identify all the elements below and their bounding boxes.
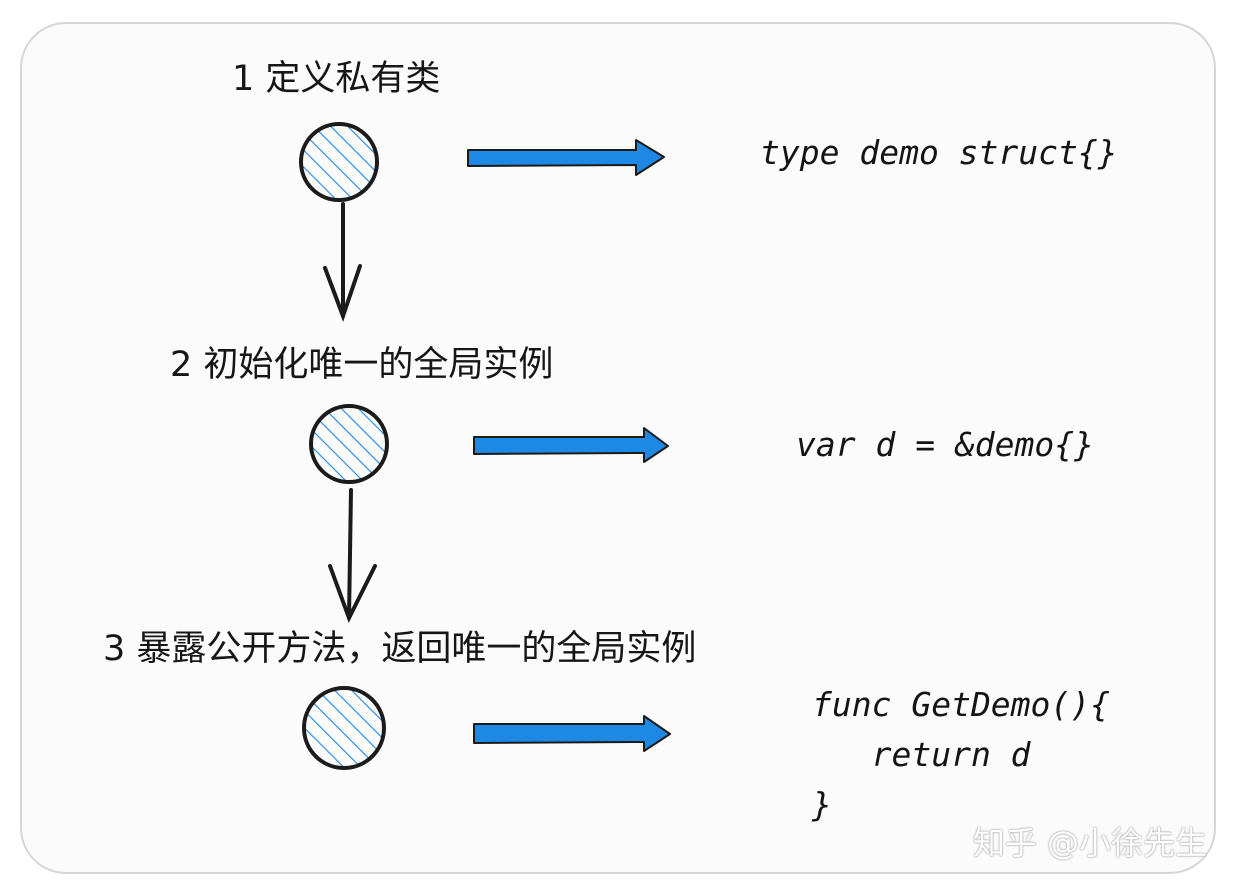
node-1: [299, 122, 379, 202]
step-2-label: 2 初始化唯一的全局实例: [170, 345, 554, 385]
node-3: [302, 686, 386, 770]
code-arrow-1: [467, 139, 665, 176]
watermark: 知乎 @小徐先生: [972, 824, 1207, 862]
node-2: [309, 404, 389, 484]
step-2-code: var d = &demo{}: [796, 425, 1095, 464]
code-arrow-3: [473, 715, 671, 752]
step-1-label: 1 定义私有类: [232, 59, 441, 99]
step-1-code: type demo struct{}: [760, 133, 1118, 172]
step-3-code: func GetDemo(){ return d }: [812, 685, 1111, 824]
flow-arrow-2-3: [328, 488, 377, 624]
code-arrow-2: [473, 427, 669, 463]
step-3-label: 3 暴露公开方法，返回唯一的全局实例: [103, 629, 697, 669]
flow-arrow-1-2: [323, 202, 362, 322]
